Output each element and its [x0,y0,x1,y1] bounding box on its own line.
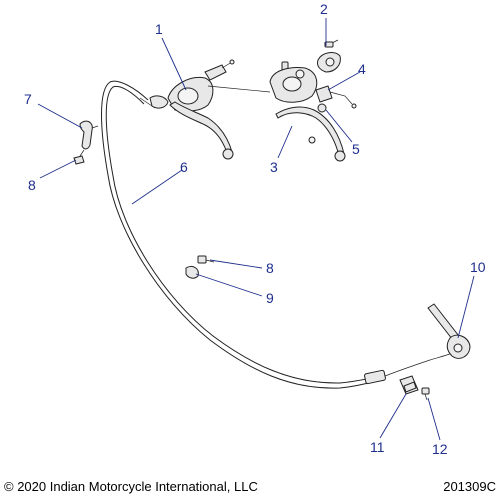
copyright-notice: © 2020 Indian Motorcycle International, … [4,479,258,494]
callout-8-upper: 8 [28,177,36,193]
callout-8-middle: 8 [266,260,274,276]
bolt-middle [197,255,215,264]
bracket-screw [421,387,430,401]
drawing-number: 201309C [443,479,496,494]
leader-lines [37,18,475,441]
callout-10: 10 [470,259,486,275]
cable-bracket [399,375,419,395]
callout-2: 2 [320,1,328,17]
callout-12: 12 [432,441,448,457]
cable-clip [79,120,99,150]
callout-4: 4 [358,61,366,77]
left-lever-assembly [149,59,235,160]
callout-11: 11 [370,439,385,455]
clutch-actuator-arm [427,303,471,359]
callout-3: 3 [270,159,278,175]
callout-labels: 1 2 3 4 5 6 7 8 8 9 10 11 12 [24,1,486,457]
screw-upper [73,149,85,165]
callout-5: 5 [352,141,360,157]
callout-7: 7 [24,91,32,107]
callout-9: 9 [266,290,274,306]
clutch-cable [101,80,456,389]
callout-6: 6 [180,159,188,175]
right-perch-assembly [269,39,357,162]
cable-clamp [185,265,199,279]
callout-1: 1 [155,21,163,37]
